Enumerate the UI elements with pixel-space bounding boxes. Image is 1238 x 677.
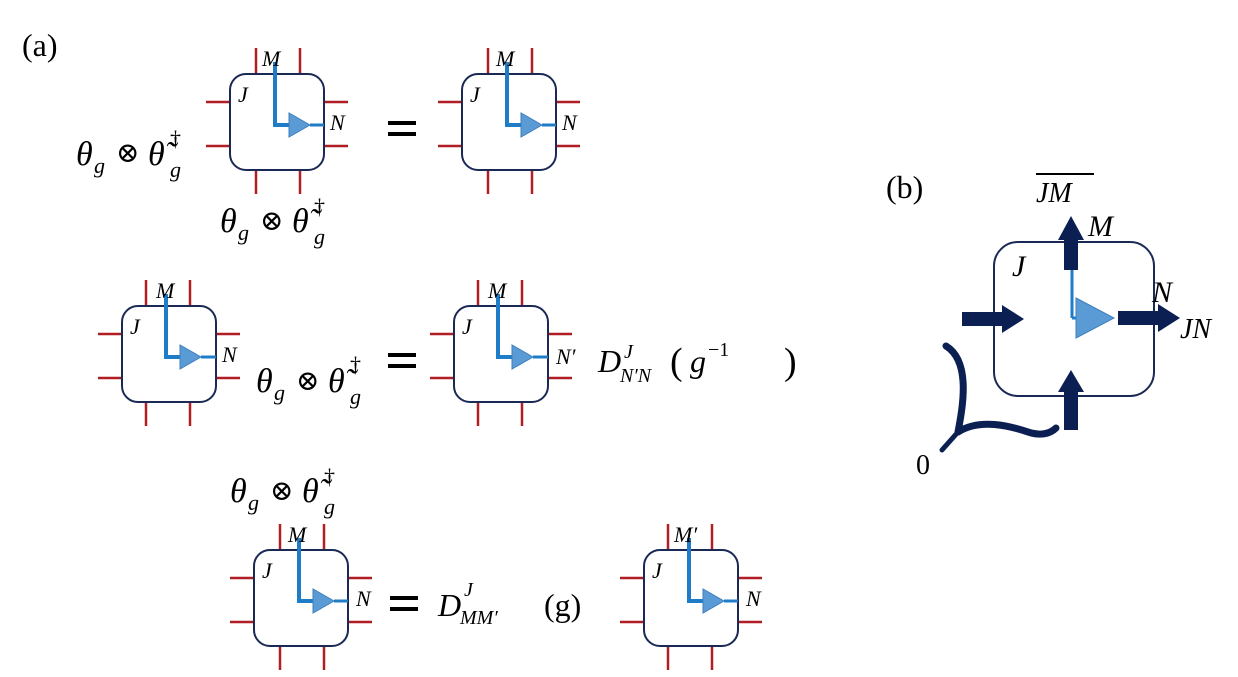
arrow-up-top-shaft [1064, 236, 1078, 270]
arrow-up-top-icon [1058, 216, 1084, 240]
J-label: J [262, 558, 273, 583]
b-J-label: J [1012, 250, 1027, 283]
M-label: M [487, 278, 508, 303]
panel-a-label: (a) [22, 27, 58, 63]
dagger-superscript: † [350, 352, 361, 377]
N-label: N [561, 110, 578, 135]
J-label: J [652, 558, 663, 583]
N-label: N [355, 586, 372, 611]
arrow-up-bottom-icon [1058, 370, 1084, 392]
theta-symbol: θ [220, 203, 237, 240]
D-superscript: J [624, 341, 634, 363]
D-symbol: D [597, 343, 621, 379]
otimes-symbol: ⊗ [270, 476, 293, 507]
dagger-superscript: † [170, 126, 181, 151]
dagger-superscript: † [324, 464, 335, 489]
g-subscript: g [170, 157, 181, 182]
D-superscript: J [464, 579, 474, 601]
arrow-left-in-shaft [962, 312, 1004, 326]
b-M-label: M [1087, 210, 1115, 243]
row1-operator-below: θ g ⊗ θ̃ g † [220, 194, 325, 249]
g-subscript: g [324, 494, 335, 519]
row2-operator: θ g ⊗ θ̃ g † [256, 352, 361, 409]
equals-sign-row3 [390, 596, 418, 611]
right-paren: ) [784, 341, 797, 383]
tensor-box-row2-right: M J N′ [430, 278, 577, 426]
arrow-left-in-icon [1002, 305, 1024, 333]
otimes-symbol: ⊗ [296, 366, 319, 397]
dagger-superscript: † [314, 194, 325, 219]
g-subscript: g [350, 384, 361, 409]
J-label: J [470, 82, 481, 107]
D-symbol: D [437, 587, 461, 623]
b-JM-bar-label: JM [1036, 178, 1073, 209]
D-subscript: MM′ [459, 607, 498, 629]
D-subscript: N′N [619, 365, 653, 387]
g-argument: g [690, 343, 706, 379]
theta-symbol: θ [76, 136, 93, 173]
left-paren: ( [670, 341, 683, 383]
tensor-box-row2-left: M J N [98, 278, 240, 426]
M-label: M [261, 46, 282, 71]
g-argument: (g) [544, 587, 581, 623]
arrow-right-shaft [1118, 311, 1160, 325]
arrow-right-icon [1158, 304, 1180, 332]
tensor-box-row3-right: M′ J N [620, 522, 762, 670]
N-label: N [745, 586, 762, 611]
J-label: J [130, 314, 141, 339]
g-subscript: g [94, 153, 105, 178]
row3-operator: θ g ⊗ θ̃ g † [230, 464, 335, 519]
b-zero-label: 0 [916, 450, 930, 481]
equals-sign-row1 [388, 121, 416, 136]
tensor-box-row1-left: M J N [206, 46, 348, 194]
b-N-label: N [1151, 276, 1174, 309]
theta-symbol: θ [230, 473, 247, 510]
M-label: M [287, 522, 308, 547]
row1-operator-left: θ g ⊗ θ̃ g † [76, 126, 181, 182]
theta-symbol: θ [256, 363, 273, 400]
arrow-up-bottom-shaft [1064, 390, 1078, 430]
tensor-box-row3-left: M J N [230, 522, 372, 670]
g-subscript: g [248, 490, 259, 515]
fusion-curve-tail [939, 429, 961, 453]
equals-sign-row2 [388, 353, 416, 368]
b-JN-label: JN [1180, 314, 1212, 345]
N-prime-label: N′ [555, 344, 577, 369]
N-label: N [221, 342, 238, 367]
M-label: M [495, 46, 516, 71]
otimes-symbol: ⊗ [116, 138, 139, 169]
g-subscript: g [238, 220, 249, 245]
panel-b-label: (b) [886, 169, 923, 205]
M-prime-label: M′ [673, 522, 698, 547]
fusion-curve-upper [942, 342, 967, 436]
tensor-box-row1-right: M J N [438, 46, 580, 194]
row2-D-matrix: D J N′N ( g −1 ) [597, 339, 797, 387]
row3-D-matrix: D J MM′ (g) [437, 579, 581, 629]
fusion-curve-lower [954, 420, 1060, 438]
g-subscript: g [274, 380, 285, 405]
J-label: J [462, 314, 473, 339]
otimes-symbol: ⊗ [260, 206, 283, 237]
M-label: M [155, 278, 176, 303]
inverse-power: −1 [708, 339, 729, 361]
N-label: N [329, 110, 346, 135]
g-subscript: g [314, 224, 325, 249]
J-label: J [238, 82, 249, 107]
panel-b-tensor: J M N JM JN 0 [916, 173, 1212, 481]
